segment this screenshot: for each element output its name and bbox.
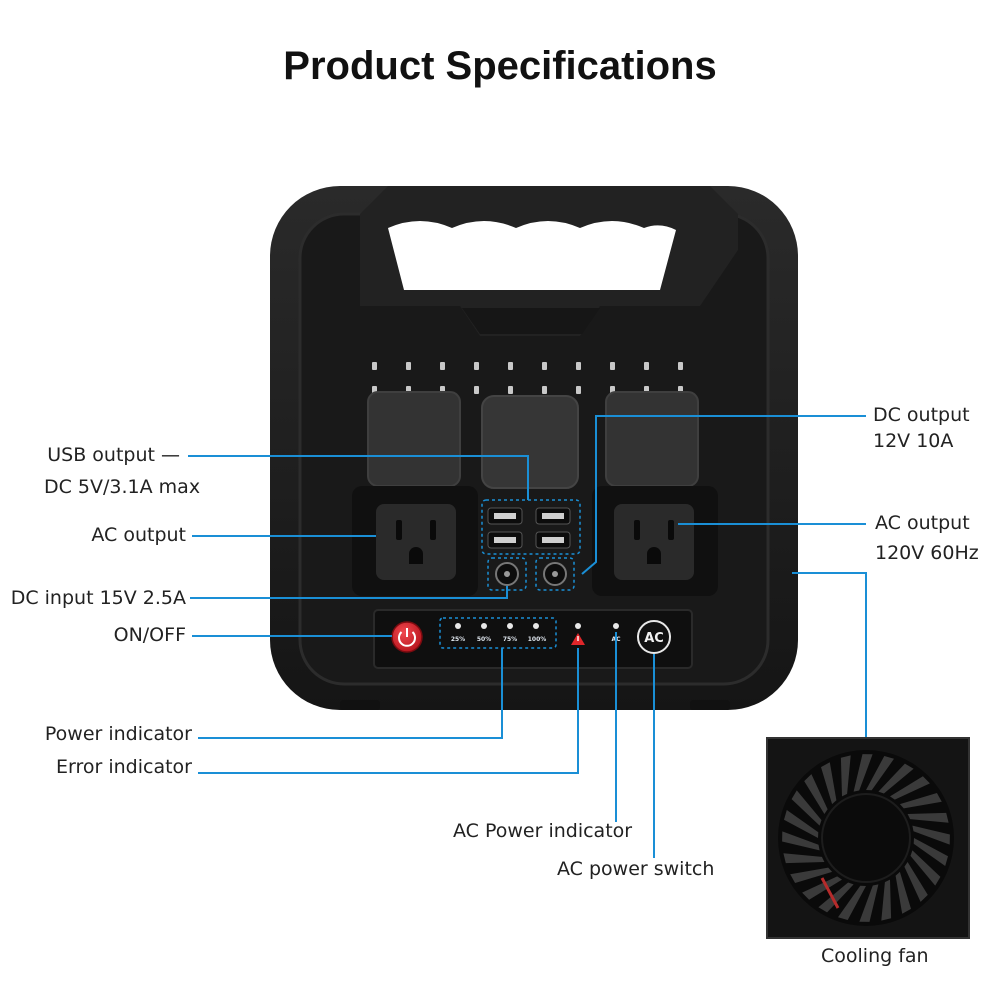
fan-vent-slot — [899, 793, 942, 809]
battery-level-25: 25% — [451, 636, 465, 643]
ac-outlet-right — [592, 391, 718, 596]
fan-vent-slot — [782, 831, 820, 851]
fan-vent-slot — [791, 790, 822, 826]
label-dc-input: DC input 15V 2.5A — [10, 587, 186, 609]
label-usb-output: USB output — — [47, 444, 180, 466]
vent-hole — [372, 362, 377, 370]
vent-hole — [474, 362, 479, 370]
fan-vent-slot — [818, 882, 854, 913]
vent-holes — [372, 362, 683, 394]
carry-handle — [360, 186, 738, 336]
fan-vent-slot — [878, 763, 914, 794]
vent-hole — [474, 386, 479, 394]
label-ac-power-switch: AC power switch — [557, 858, 715, 880]
fan-vent-slot — [907, 812, 949, 823]
callout-dc-output — [581, 415, 866, 575]
page-title: Product Specifications — [283, 44, 717, 88]
vent-hole — [508, 362, 513, 370]
power-button[interactable] — [391, 621, 423, 653]
fan-vent-slot — [913, 838, 948, 866]
label-usb-output-spec: DC 5V/3.1A max — [44, 476, 201, 498]
fan-vent-slot — [784, 810, 819, 838]
label-dc-output-spec: 12V 10A — [873, 430, 954, 452]
usb-ports — [481, 499, 581, 555]
ac-power-switch-button[interactable]: AC — [637, 620, 671, 654]
vent-hole — [542, 386, 547, 394]
dc-ports — [487, 557, 575, 591]
fan-vent-slot — [804, 774, 828, 814]
fan-vent-slot — [881, 879, 892, 921]
vent-hole — [576, 386, 581, 394]
label-power-indicator: Power indicator — [44, 723, 192, 745]
callout-power-indicator — [198, 648, 503, 739]
vent-hole — [406, 362, 411, 370]
battery-level-75: 75% — [503, 636, 517, 643]
vent-hole — [440, 362, 445, 370]
fan-vent-slot — [840, 755, 851, 797]
fan-vent-slot — [912, 825, 950, 845]
usb-port-cover — [481, 395, 579, 489]
label-dc-output: DC output — [873, 404, 970, 426]
callout-error-indicator — [198, 648, 579, 774]
fan-vent-slot — [783, 853, 825, 864]
label-ac-output-left: AC output — [91, 524, 186, 546]
vent-hole — [678, 362, 683, 370]
callout-dc-input — [190, 586, 508, 599]
ac-button-label: AC — [644, 631, 664, 646]
vent-hole — [508, 386, 513, 394]
label-ac-output-right: AC output — [875, 512, 970, 534]
fan-vent-slot — [853, 754, 873, 792]
battery-level-100: 100% — [528, 636, 547, 643]
vent-hole — [610, 362, 615, 370]
fan-vent-slot — [890, 776, 930, 800]
fan-vent-slot — [910, 850, 941, 886]
fan-vent-slot — [866, 756, 894, 791]
vent-hole — [542, 362, 547, 370]
callout-lines — [188, 415, 867, 858]
label-ac-power-indicator: AC Power indicator — [453, 820, 633, 842]
label-cooling-fan: Cooling fan — [821, 945, 929, 967]
callout-usb-output — [188, 455, 529, 500]
fan-blades — [782, 754, 950, 922]
fan-vent-slot — [904, 862, 928, 902]
power-icon — [398, 628, 416, 647]
fan-vent-slot — [802, 876, 842, 900]
vent-hole — [576, 362, 581, 370]
label-ac-output-right-spec: 120V 60Hz — [875, 542, 979, 564]
fan-vent-slot — [821, 762, 837, 805]
cooling-fan-inset — [766, 737, 970, 939]
callout-cooling-fan — [792, 572, 867, 738]
control-panel — [373, 609, 693, 669]
warning-icon — [571, 633, 585, 645]
label-error-indicator: Error indicator — [56, 756, 192, 778]
fan-vent-slot — [895, 871, 911, 914]
vent-hole — [644, 362, 649, 370]
ac-outlet-left — [352, 391, 478, 596]
battery-level-50: 50% — [477, 636, 491, 643]
label-on-off: ON/OFF — [113, 624, 186, 646]
fan-vent-slot — [838, 885, 866, 920]
fan-vent-slot — [790, 867, 833, 883]
fan-vent-slot — [859, 884, 879, 922]
